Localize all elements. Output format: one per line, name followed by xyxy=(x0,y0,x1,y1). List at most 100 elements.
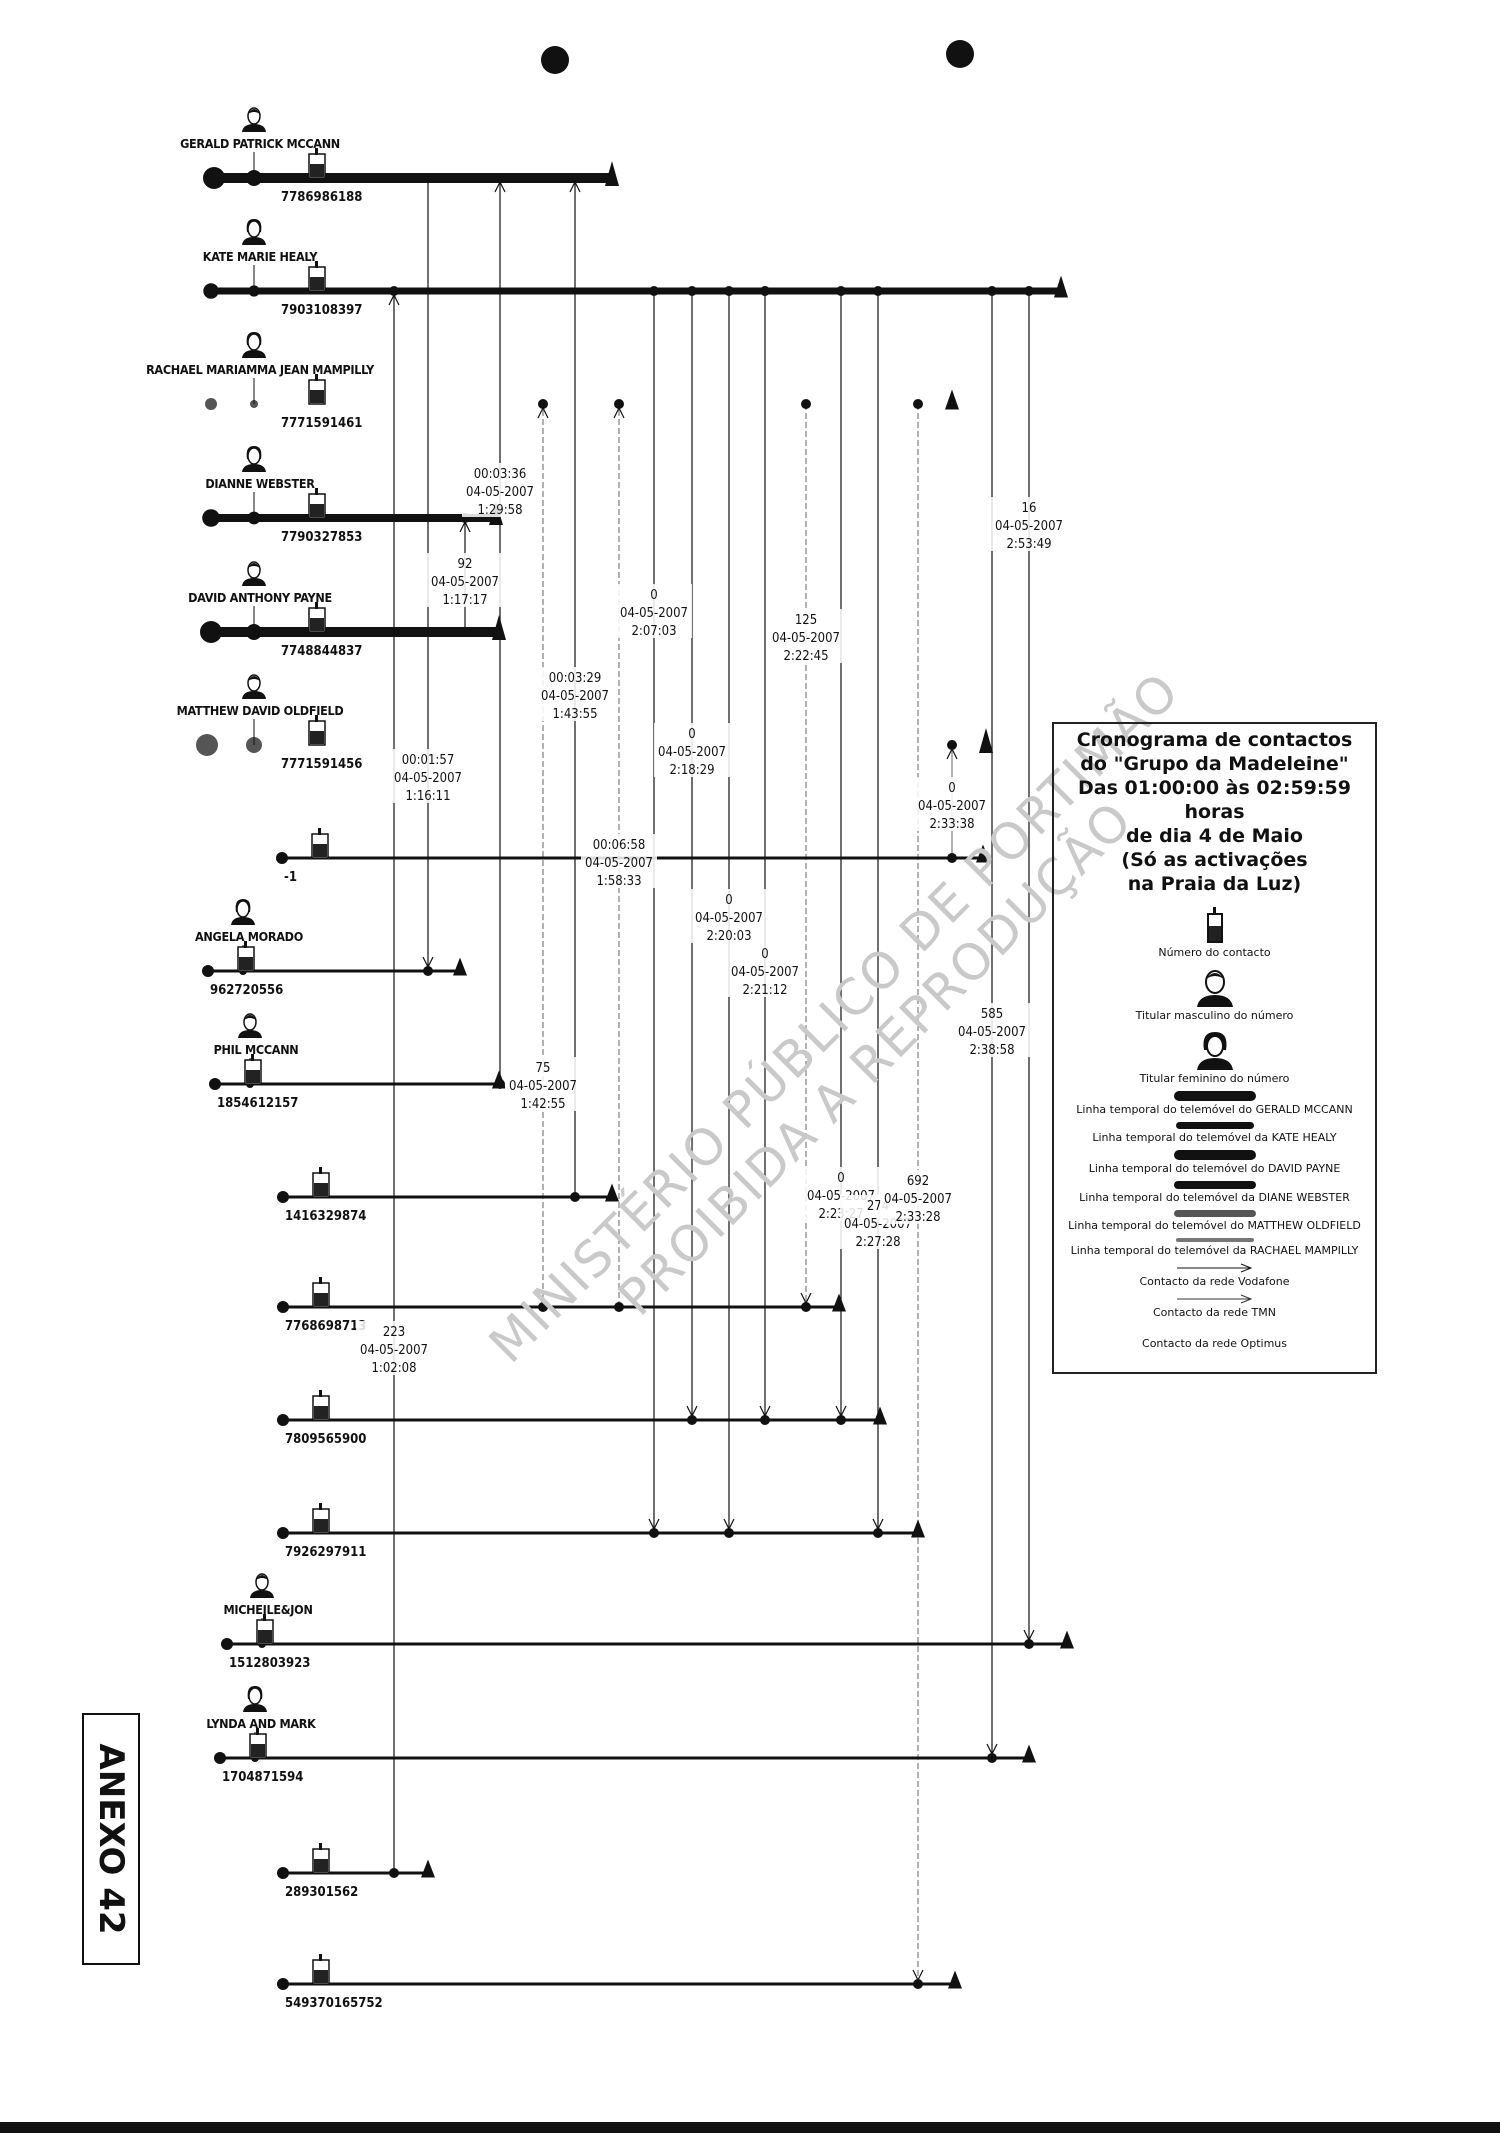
female-person-icon xyxy=(231,899,255,925)
timeline-start-dot xyxy=(221,1638,233,1650)
call-arrowhead-icon xyxy=(686,1405,698,1418)
timeline-end-arrow xyxy=(979,728,993,753)
contact-number: 7768698713 xyxy=(285,1319,366,1334)
call-time: 2:18:29 xyxy=(669,763,714,778)
timeline-end-arrow xyxy=(911,1519,925,1538)
legend-title-line: na Praia da Luz) xyxy=(1127,873,1302,895)
holder-name: RACHAEL MARIAMMA JEAN MAMPILLY xyxy=(146,362,375,377)
call-time: 1:16:11 xyxy=(405,789,450,804)
call-connection xyxy=(835,286,847,1425)
call-connection xyxy=(388,286,400,1878)
contact-number: 7786986188 xyxy=(281,190,362,205)
phone-icon xyxy=(308,374,326,405)
male-person-icon xyxy=(250,1573,274,1598)
timeline-start-dot xyxy=(203,283,219,299)
timeline-start-dot xyxy=(203,167,225,189)
call-date: 04-05-2007 xyxy=(620,606,688,621)
call-duration: 585 xyxy=(981,1007,1003,1022)
punch-hole xyxy=(946,40,974,68)
call-connection xyxy=(648,286,660,1538)
holder-name: DIANNE WEBSTER xyxy=(205,476,315,491)
holder-name: MICHEILE&JON xyxy=(223,1602,312,1617)
phone-icon xyxy=(308,602,326,633)
timeline-start-dot xyxy=(277,1301,289,1313)
holder-name: ANGELA MORADO xyxy=(195,929,303,944)
call-time: 1:58:33 xyxy=(596,874,641,889)
timeline-row: 549370165752 xyxy=(277,1954,962,2011)
female-person-icon xyxy=(242,446,266,472)
male-person-icon xyxy=(242,674,266,699)
timeline-start-dot xyxy=(205,398,217,410)
call-duration: 0 xyxy=(837,1171,844,1186)
timeline-start-dot xyxy=(214,1752,226,1764)
call-time: 1:43:55 xyxy=(552,707,597,722)
call-date: 04-05-2007 xyxy=(394,771,462,786)
phone-icon xyxy=(249,1728,267,1759)
call-duration: 00:03:36 xyxy=(474,467,527,482)
legend-diane: Linha temporal do telemóvel da DIANE WEB… xyxy=(1079,1191,1350,1204)
contact-number: 549370165752 xyxy=(285,1996,383,2011)
legend-contact-number: Número do contacto xyxy=(1158,946,1271,959)
timeline-end-arrow xyxy=(832,1293,846,1312)
female-person-icon xyxy=(242,332,266,358)
timeline-end-arrow xyxy=(948,1970,962,1989)
timeline-end-arrow xyxy=(453,957,467,976)
phone-icon xyxy=(1206,907,1223,943)
call-connection xyxy=(1023,286,1035,1649)
call-label: 125 04-05-2007 2:22:45 xyxy=(768,609,844,664)
timeline-start-dot xyxy=(277,1867,289,1879)
contact-number: 7926297911 xyxy=(285,1545,366,1560)
call-duration: 92 xyxy=(458,557,473,572)
call-label: 00:06:58 04-05-2007 1:58:33 xyxy=(581,834,657,889)
phone-icon xyxy=(244,1054,262,1085)
call-arrowhead-icon xyxy=(388,293,400,306)
legend-tmn: Contacto da rede TMN xyxy=(1153,1306,1276,1319)
call-duration: 75 xyxy=(536,1061,551,1076)
call-time: 2:22:45 xyxy=(783,649,828,664)
call-duration: 00:01:57 xyxy=(402,753,455,768)
call-arrowhead-icon xyxy=(537,406,549,419)
contact-number: 1416329874 xyxy=(285,1209,366,1224)
call-time: 2:33:38 xyxy=(929,817,974,832)
call-duration: 223 xyxy=(383,1325,405,1340)
vodafone-arrow-icon xyxy=(1176,1263,1252,1273)
call-time: 1:42:55 xyxy=(520,1097,565,1112)
phone-icon xyxy=(311,828,329,859)
call-duration: 125 xyxy=(795,613,817,628)
holder-name: PHIL MCCANN xyxy=(214,1042,299,1057)
timeline-end-arrow xyxy=(605,161,619,186)
legend-male-holder: Titular masculino do número xyxy=(1135,1009,1294,1022)
call-date: 04-05-2007 xyxy=(585,856,653,871)
optimus-arrow-placeholder xyxy=(1054,1319,1375,1335)
call-duration: 00:06:58 xyxy=(593,838,646,853)
call-date: 04-05-2007 xyxy=(541,689,609,704)
legend-title-line: (Só as activações xyxy=(1121,849,1308,871)
legend-title-line: do "Grupo da Madeleine" xyxy=(1080,753,1349,775)
call-label: 00:01:57 04-05-2007 1:16:11 xyxy=(390,749,466,804)
timeline-row: 289301562 xyxy=(277,1843,435,1900)
call-date: 04-05-2007 xyxy=(772,631,840,646)
call-arrowhead-icon xyxy=(1023,1629,1035,1642)
call-arrowhead-icon xyxy=(912,1969,924,1982)
female-person-icon xyxy=(242,219,266,245)
call-date: 04-05-2007 xyxy=(918,799,986,814)
call-duration: 0 xyxy=(761,947,768,962)
call-time: 1:29:58 xyxy=(477,503,522,518)
timeline-end-arrow xyxy=(873,1406,887,1425)
matthew-line-swatch xyxy=(1173,1210,1256,1217)
timeline-row: 7926297911 xyxy=(277,1503,925,1560)
call-time: 2:53:49 xyxy=(1006,537,1051,552)
call-date: 04-05-2007 xyxy=(884,1192,952,1207)
